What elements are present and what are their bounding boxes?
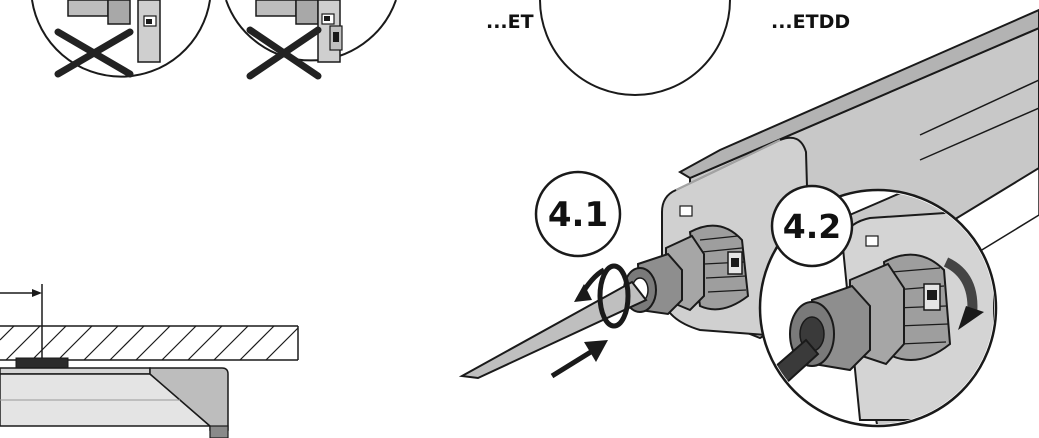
step-badge-4-2: 4.2	[770, 184, 854, 268]
cable-gland	[623, 224, 750, 316]
ceiling-hatch	[0, 325, 299, 361]
forbidden-example-1	[31, 0, 211, 78]
luminaire-side-view	[0, 367, 229, 438]
connector-sketch-2	[255, 0, 343, 63]
step-label-4-1: 4.1	[548, 195, 608, 235]
cross-icon	[246, 26, 322, 80]
step-badge-4-1: 4.1	[534, 170, 622, 258]
arrow-icon	[550, 340, 608, 379]
connector-sketch-1	[67, 0, 161, 63]
cable	[458, 280, 648, 380]
dimension-arrow	[0, 284, 43, 360]
variant-et: ...ET	[486, 0, 731, 96]
variant-etdd: ...ETDD	[771, 0, 1005, 33]
variant-label-etdd: ...ETDD	[771, 11, 850, 33]
rotate-arrow-icon	[574, 263, 631, 329]
rotate-arrow-icon	[943, 257, 984, 330]
step-label-4-2: 4.2	[783, 207, 841, 246]
cross-icon	[54, 28, 134, 78]
forbidden-example-2	[225, 0, 397, 80]
zoom-detail-4-2	[758, 188, 998, 428]
variant-label-et: ...ET	[486, 11, 534, 33]
mounting-section	[0, 284, 299, 438]
